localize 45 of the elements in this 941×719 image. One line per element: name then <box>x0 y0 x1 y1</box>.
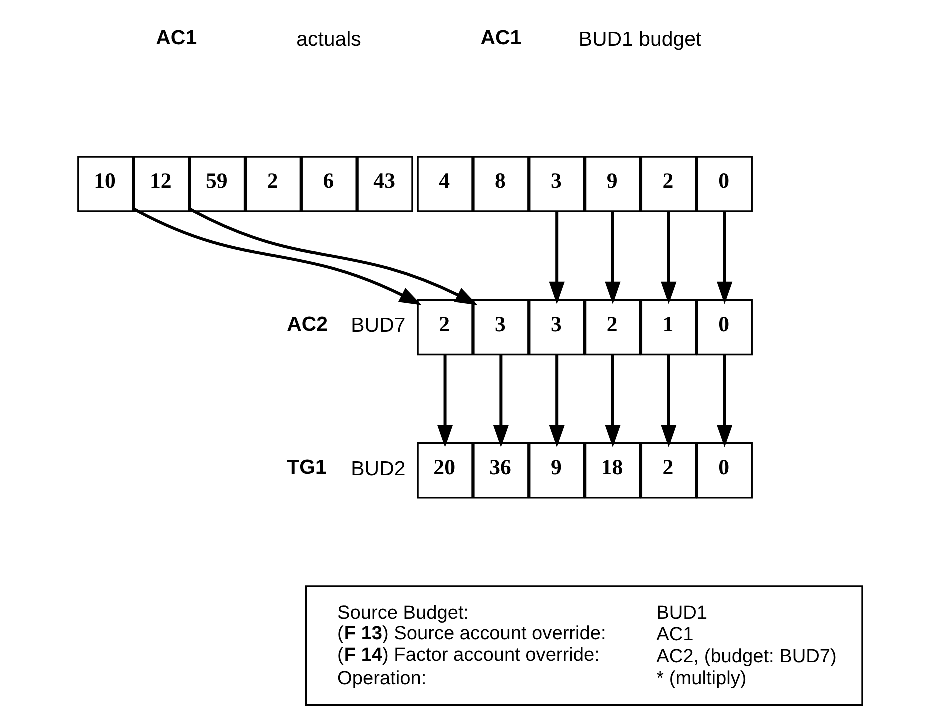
node-box: 3 <box>528 156 586 212</box>
label: BUD1 budget <box>578 28 702 51</box>
label: TG1 <box>287 456 327 480</box>
label: BUD7 <box>351 314 406 338</box>
node-box: 20 <box>417 442 474 499</box>
arrow <box>716 212 733 304</box>
arrow <box>549 212 565 304</box>
label: AC1 <box>480 26 522 50</box>
arrow <box>716 355 733 448</box>
node-box: 59 <box>189 156 246 212</box>
node-box: 4 <box>417 156 474 212</box>
node-box: 10 <box>78 156 134 212</box>
node-box: 0 <box>696 156 753 212</box>
node-box: 2 <box>245 156 302 212</box>
node-box: 3 <box>528 299 586 356</box>
node-box: 8 <box>473 156 530 212</box>
node-box: 0 <box>696 299 753 356</box>
node-box: Source Budget: BUD1 (F 13) Source account override: AC1 (F 14) Factor account override: AC2, (budget: BUD7) Operation: * (multiply) <box>305 586 864 706</box>
arrow <box>549 355 565 448</box>
arrow <box>132 207 422 306</box>
arrow <box>437 355 454 448</box>
node-box: 2 <box>640 156 698 212</box>
node-box: 0 <box>696 442 753 499</box>
node-box: 9 <box>528 442 586 499</box>
arrow <box>493 355 510 448</box>
node-box: 1 <box>640 299 698 356</box>
arrow <box>188 207 478 306</box>
node-box: 36 <box>473 442 530 499</box>
node-box: 9 <box>584 156 642 212</box>
node-box: 12 <box>133 156 190 212</box>
arrow <box>605 212 621 304</box>
arrow <box>661 355 677 448</box>
node-box: 2 <box>640 442 698 499</box>
arrow <box>605 355 621 448</box>
node-box: 2 <box>417 299 474 356</box>
label: AC2 <box>287 312 328 336</box>
node-box: 6 <box>301 156 358 212</box>
label: actuals <box>296 28 362 51</box>
label: BUD2 <box>351 457 406 480</box>
node-box: 3 <box>473 299 530 356</box>
node-box: 2 <box>584 299 642 356</box>
label: AC1 <box>156 26 198 50</box>
node-box: 43 <box>357 156 414 212</box>
node-box: 18 <box>584 442 642 499</box>
arrow <box>661 212 677 304</box>
